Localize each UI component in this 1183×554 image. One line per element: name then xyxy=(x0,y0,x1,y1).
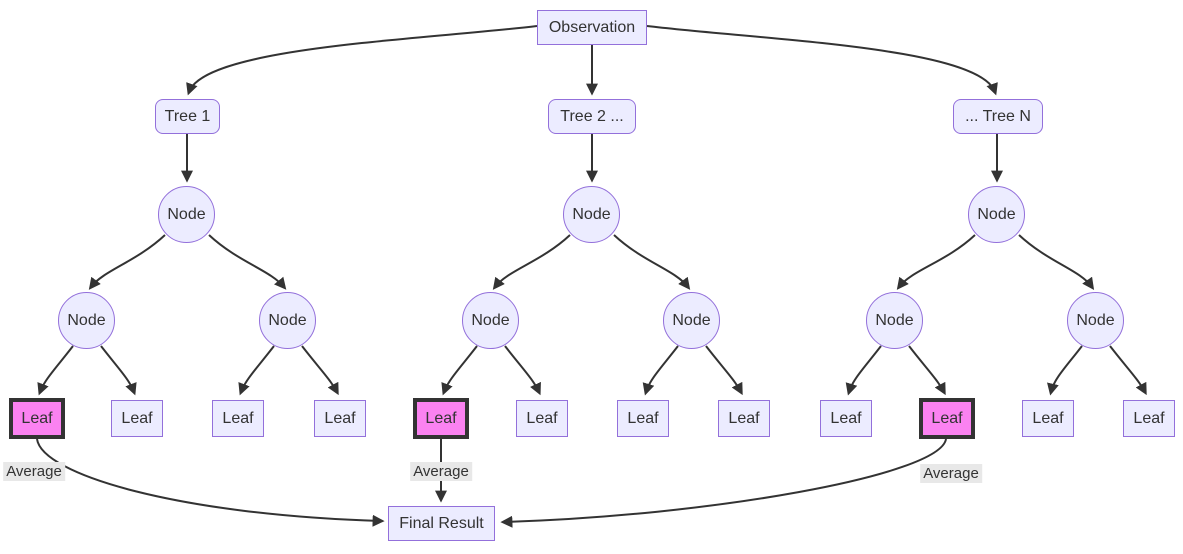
leaf-tn-4: Leaf xyxy=(1123,400,1175,437)
edge-node-leaf xyxy=(100,345,137,396)
node-circle-tn-left: Node xyxy=(866,292,923,349)
node-circle-t2-right: Node xyxy=(663,292,720,349)
average-edge-label-right: Average xyxy=(920,464,982,483)
edge-node-leaf xyxy=(642,345,679,396)
observation-node: Observation xyxy=(537,10,647,45)
leaf-t2-1-highlighted: Leaf xyxy=(413,398,469,439)
edge-node-leaf xyxy=(1109,345,1147,396)
leaf-t1-1-highlighted: Leaf xyxy=(9,398,65,439)
tree-n-node: ... Tree N xyxy=(953,99,1043,134)
node-circle-t1-right: Node xyxy=(259,292,316,349)
edge-node-node xyxy=(492,234,571,290)
edge-node-node xyxy=(613,234,691,290)
leaf-tn-3: Leaf xyxy=(1022,400,1074,437)
leaf-t1-3: Leaf xyxy=(212,400,264,437)
edge-observation-tree1 xyxy=(186,25,538,96)
node-circle-t2-root: Node xyxy=(563,186,620,243)
edge-node-node xyxy=(208,234,287,290)
node-circle-tn-root: Node xyxy=(968,186,1025,243)
edge-node-node xyxy=(1018,234,1095,290)
edge-node-leaf xyxy=(845,345,882,396)
edge-node-leaf xyxy=(238,345,275,396)
node-circle-t2-left: Node xyxy=(462,292,519,349)
leaf-t2-4: Leaf xyxy=(718,400,770,437)
leaf-t2-2: Leaf xyxy=(516,400,568,437)
leaf-t2-3: Leaf xyxy=(617,400,669,437)
leaf-tn-2-highlighted: Leaf xyxy=(919,398,975,439)
tree-1-node: Tree 1 xyxy=(155,99,220,134)
edge-node-leaf xyxy=(1047,345,1083,396)
edge-leaf-final-right xyxy=(500,438,947,528)
node-circle-tn-right: Node xyxy=(1067,292,1124,349)
tree-2-node: Tree 2 ... xyxy=(548,99,636,134)
leaf-t1-4: Leaf xyxy=(314,400,366,437)
edge-leaf-final-left xyxy=(36,438,385,527)
edge-node-leaf xyxy=(37,345,74,396)
edge-node-leaf xyxy=(705,345,743,396)
edge-observation-treeN xyxy=(646,25,998,96)
edge-node-node xyxy=(896,234,976,290)
edge-node-leaf xyxy=(441,345,478,396)
average-edge-label-middle: Average xyxy=(410,462,472,481)
final-result-node: Final Result xyxy=(388,506,495,541)
node-circle-t1-root: Node xyxy=(158,186,215,243)
average-edge-label-left: Average xyxy=(3,462,65,481)
edge-node-leaf xyxy=(908,345,946,396)
edge-node-leaf xyxy=(504,345,541,396)
leaf-t1-2: Leaf xyxy=(111,400,163,437)
edge-node-node xyxy=(88,234,166,290)
edge-node-leaf xyxy=(301,345,339,396)
leaf-tn-1: Leaf xyxy=(820,400,872,437)
node-circle-t1-left: Node xyxy=(58,292,115,349)
